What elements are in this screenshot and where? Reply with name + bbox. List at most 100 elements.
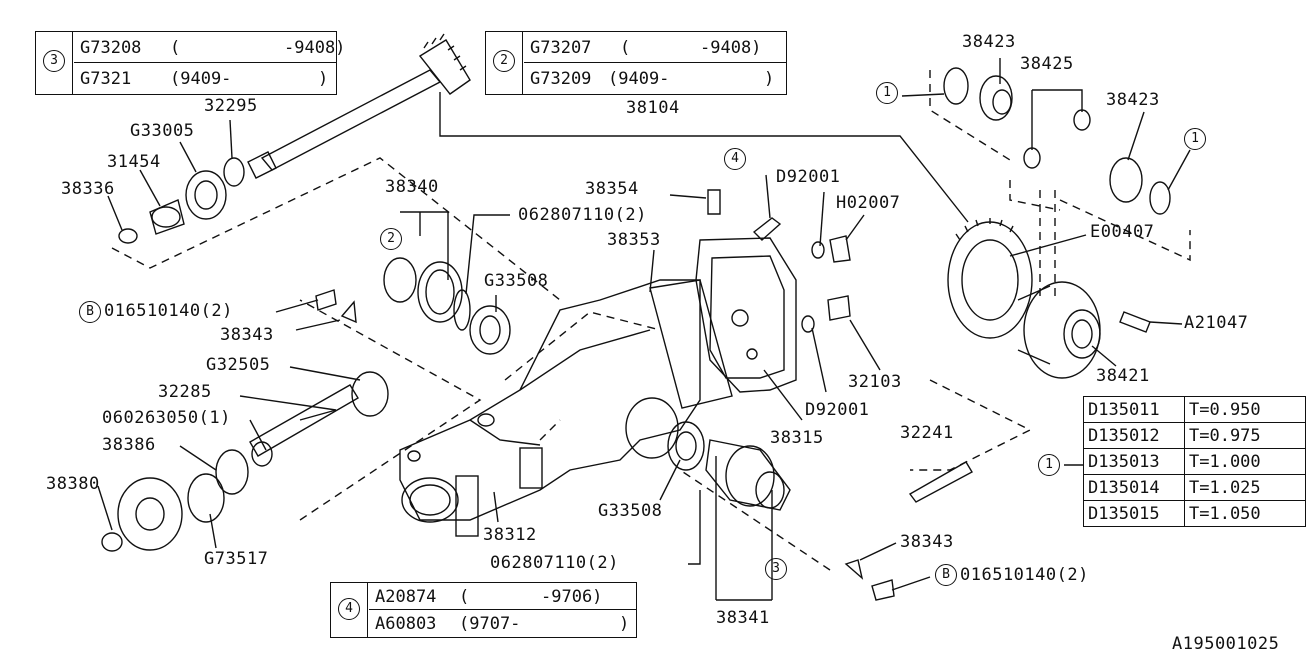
part-label-38315: 38315 xyxy=(770,428,824,448)
circle-mark-2: 2 xyxy=(380,228,402,250)
assembly-guide-lines xyxy=(111,70,1191,571)
part-label-38380: 38380 xyxy=(46,474,100,494)
fasteners xyxy=(315,189,1151,601)
part-code: A60803 xyxy=(375,614,437,634)
part-label-016510140: 016510140(2) xyxy=(960,565,1089,585)
companion-flange xyxy=(101,371,389,552)
drive-pinion-shaft xyxy=(247,33,471,179)
part-label-g33508: G33508 xyxy=(484,271,549,291)
part-label-38423: 38423 xyxy=(1106,90,1160,110)
shim-thickness: T=1.025 xyxy=(1184,474,1306,501)
shim-table-circle-1: 1 xyxy=(1038,454,1060,476)
callout-box-2: 2 G73207 ( -9408) G73209 (9409- ) xyxy=(485,31,787,95)
part-label-062807110: 062807110(2) xyxy=(490,553,619,573)
range-open: ( xyxy=(620,38,631,58)
part-label-g33005: G33005 xyxy=(130,121,195,141)
shim-thickness: T=1.000 xyxy=(1184,448,1306,475)
callout-row: G7321 (9409- ) xyxy=(74,62,336,93)
part-label-g33508: G33508 xyxy=(598,501,663,521)
callout-box-3: 3 G73208 ( -9408) G7321 (9409- ) xyxy=(35,31,345,95)
cover-gasket xyxy=(649,279,733,409)
range-open: (9409- xyxy=(170,69,232,89)
range-open: (9707- xyxy=(459,614,521,634)
callout-row: A20874 ( -9706) xyxy=(369,583,636,609)
circle-mark-b: B xyxy=(935,564,957,586)
part-label-38425: 38425 xyxy=(1020,54,1074,74)
callout-row: A60803 (9707- ) xyxy=(369,609,636,636)
part-label-d92001: D92001 xyxy=(805,400,870,420)
ring-gear-and-case xyxy=(947,218,1101,379)
part-label-g32505: G32505 xyxy=(206,355,271,375)
part-label-38312: 38312 xyxy=(483,525,537,545)
shim-part-number: D135012 xyxy=(1083,422,1185,449)
circle-mark-3: 3 xyxy=(765,558,787,580)
part-label-38354: 38354 xyxy=(585,179,639,199)
circle-mark-4: 4 xyxy=(724,148,746,170)
side-bearing-retainer-right xyxy=(625,397,791,511)
part-label-h02007: H02007 xyxy=(836,193,901,213)
shim-thickness: T=0.975 xyxy=(1184,422,1306,449)
part-label-32103: 32103 xyxy=(848,372,902,392)
part-label-38421: 38421 xyxy=(1096,366,1150,386)
shim-part-number: D135011 xyxy=(1083,396,1185,423)
figure-id: A195001025 xyxy=(1172,634,1280,654)
circle-mark-1: 1 xyxy=(876,82,898,104)
part-code: G7321 xyxy=(80,69,132,89)
shim-part-number: D135015 xyxy=(1083,500,1185,527)
callout-circle-3: 3 xyxy=(43,50,65,72)
part-code: G73207 xyxy=(530,38,592,58)
part-label-38340: 38340 xyxy=(385,177,439,197)
range-open: ( xyxy=(459,587,470,607)
part-label-g73517: G73517 xyxy=(204,549,269,569)
range-open: (9409- xyxy=(608,69,670,89)
part-label-e00407: E00407 xyxy=(1090,222,1155,242)
range-text: ) xyxy=(318,69,329,89)
range-open: ( xyxy=(170,38,181,58)
part-label-32295: 32295 xyxy=(204,96,258,116)
callout-row: G73207 ( -9408) xyxy=(524,32,786,62)
part-label-32241: 32241 xyxy=(900,423,954,443)
shim-part-number: D135014 xyxy=(1083,474,1185,501)
callout-circle-4: 4 xyxy=(338,598,360,620)
callout-row: G73208 ( -9408) xyxy=(74,32,345,62)
part-label-38386: 38386 xyxy=(102,435,156,455)
differential-carrier xyxy=(399,279,701,537)
part-label-38104: 38104 xyxy=(626,98,680,118)
range-text: -9408) xyxy=(284,38,346,58)
circle-mark-b: B xyxy=(79,301,101,323)
part-label-016510140: 016510140(2) xyxy=(104,301,233,321)
range-text: -9408) xyxy=(700,38,762,58)
part-code: A20874 xyxy=(375,587,437,607)
shim-thickness: T=1.050 xyxy=(1184,500,1306,527)
part-code: G73209 xyxy=(530,69,592,89)
range-text: ) xyxy=(619,614,630,634)
part-label-31454: 31454 xyxy=(107,152,161,172)
callout-box-4: 4 A20874 ( -9706) A60803 (9707- ) xyxy=(330,582,637,638)
range-text: -9706) xyxy=(541,587,603,607)
part-label-38343: 38343 xyxy=(220,325,274,345)
part-label-38343: 38343 xyxy=(900,532,954,552)
part-label-38336: 38336 xyxy=(61,179,115,199)
circle-mark-1: 1 xyxy=(1184,128,1206,150)
shim-thickness: T=0.950 xyxy=(1184,396,1306,423)
rear-cover xyxy=(695,237,797,393)
leader-lines xyxy=(97,58,1191,601)
shim-part-number: D135013 xyxy=(1083,448,1185,475)
side-bearing-retainer-left xyxy=(383,257,511,355)
part-label-060263050: 060263050(1) xyxy=(102,408,231,428)
pinion-bearing-set xyxy=(118,157,245,244)
range-text: ) xyxy=(764,69,775,89)
callout-circle-2: 2 xyxy=(493,50,515,72)
part-label-a21047: A21047 xyxy=(1184,313,1249,333)
callout-row: G73209 (9409- ) xyxy=(524,62,786,93)
part-label-062807110: 062807110(2) xyxy=(518,205,647,225)
part-label-32285: 32285 xyxy=(158,382,212,402)
part-label-d92001: D92001 xyxy=(776,167,841,187)
part-label-38353: 38353 xyxy=(607,230,661,250)
